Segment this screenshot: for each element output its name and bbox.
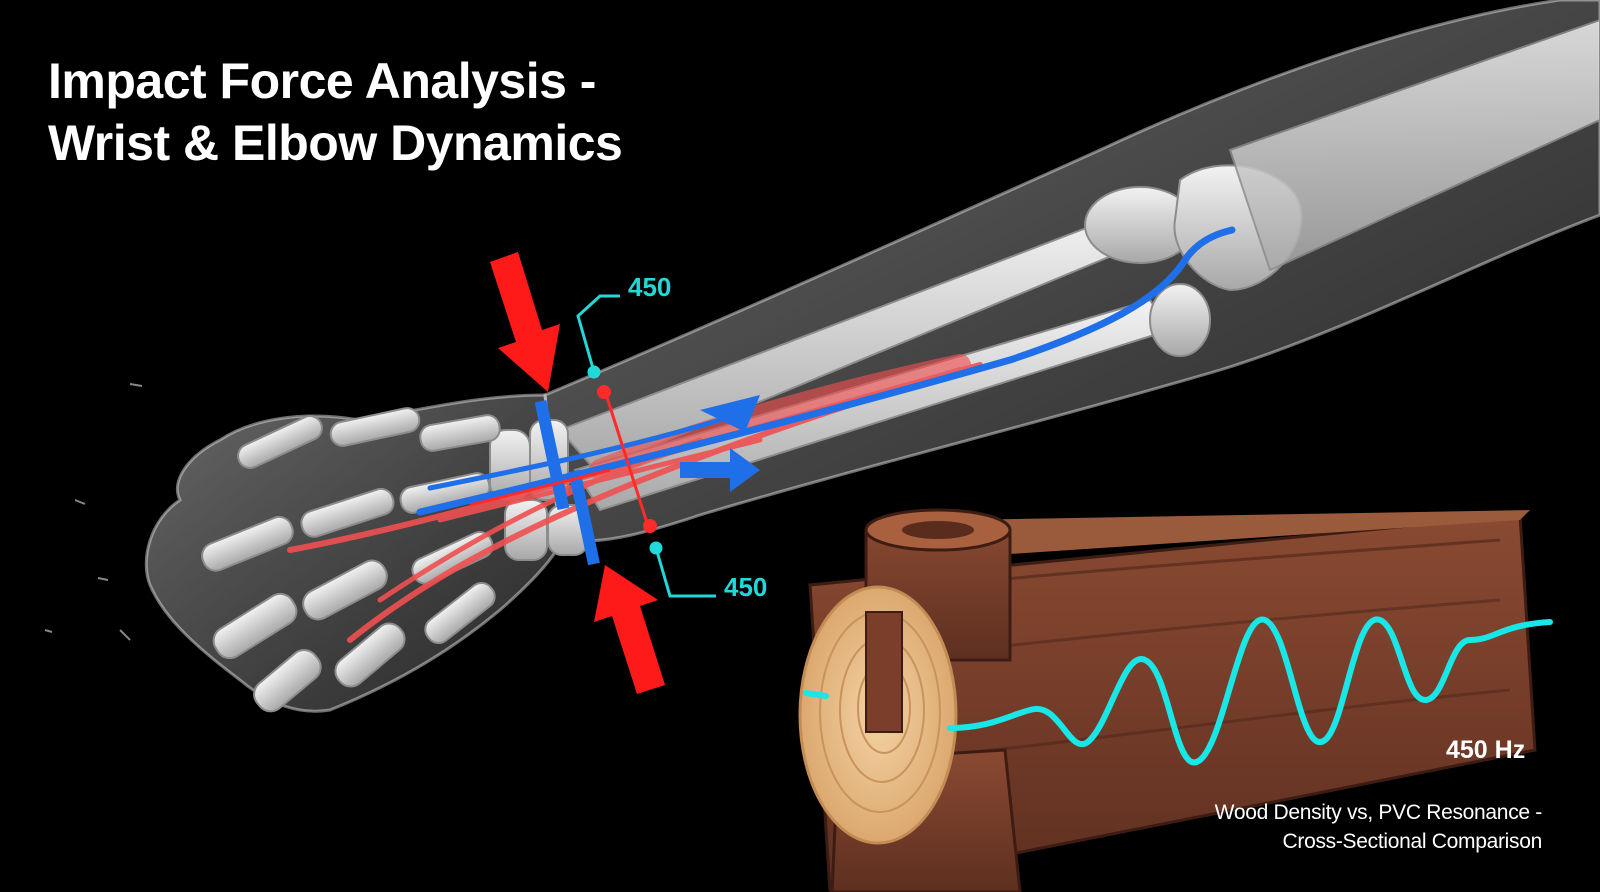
impact-axis — [469, 387, 650, 527]
wood-caption: Wood Density vs, PVC Resonance - Cross-S… — [1214, 798, 1543, 856]
force-direction-arrows — [680, 395, 760, 492]
page-title: Impact Force Analysis - Wrist & Elbow Dy… — [48, 50, 623, 174]
callout-label-lower: 450 — [724, 572, 767, 602]
callout-leader-lower — [649, 541, 716, 598]
wood-end-grain — [798, 585, 958, 845]
arrow-right-icon — [680, 448, 760, 492]
impact-point-upper — [597, 385, 611, 399]
force-arrow-lower — [594, 565, 665, 694]
title-line-2: Wrist & Elbow Dynamics — [48, 115, 623, 171]
resonance-waveform — [803, 616, 1553, 766]
frequency-label: 450 Hz — [1446, 736, 1526, 764]
forearm-bones — [558, 18, 1600, 512]
motion-specks — [44, 383, 143, 641]
caption-line-2: Cross-Sectional Comparison — [1282, 830, 1543, 853]
callout-label-upper: 450 — [628, 272, 671, 302]
arrow-left-icon — [700, 395, 760, 432]
title-line-1: Impact Force Analysis - — [48, 53, 596, 109]
caption-line-1: Wood Density vs, PVC Resonance - — [1214, 801, 1543, 824]
callout-leader-upper — [576, 294, 620, 379]
force-arrow-upper — [490, 252, 560, 392]
nerve-path — [416, 226, 1236, 516]
impact-point-lower — [643, 519, 657, 533]
